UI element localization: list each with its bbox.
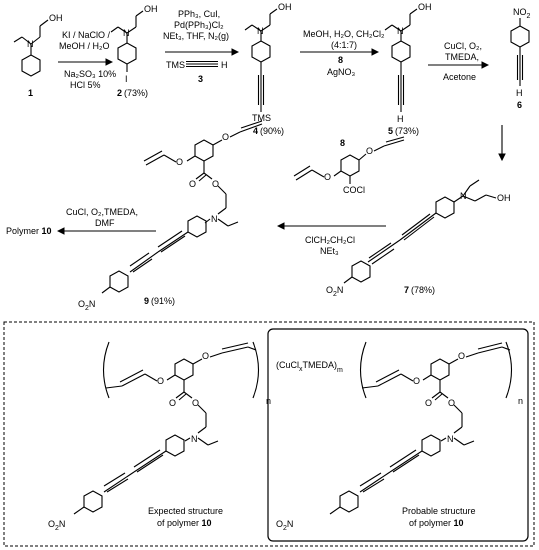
reagent-step5-line2: NEt₃ <box>320 246 339 256</box>
compound-7-structure: N OH O2N 7 (78%) <box>326 179 511 298</box>
compound-9-yield: (91%) <box>151 296 175 306</box>
reagent-step4-line1: CuCl, O₂, <box>444 41 482 51</box>
atom-o: O <box>366 146 373 156</box>
atom-oh: OH <box>49 13 63 23</box>
reagents-step-4: CuCl, O₂, TMEDA, Acetone <box>443 41 482 82</box>
compound-8-reagent-label: 8 <box>338 55 343 65</box>
atom-n: N <box>397 26 404 36</box>
atom-n: N <box>257 26 264 36</box>
atom-o: O <box>202 351 209 361</box>
repeat-index-n: n <box>518 396 523 406</box>
compound-5-structure: N OH H 5 (73%) <box>384 2 432 136</box>
atom-oh: OH <box>144 4 158 14</box>
polymer-10-product: Polymer 10 <box>6 226 52 236</box>
reagent-step1-line4: HCl 5% <box>70 80 101 90</box>
atom-n: N <box>191 434 198 444</box>
atom-o: O <box>189 179 196 189</box>
atom-o: O <box>169 398 176 408</box>
nitro-group: NO2 <box>513 7 531 20</box>
probable-structure-panel <box>267 328 529 542</box>
atom-n: N <box>27 39 34 49</box>
compound-7-label: 7 <box>404 285 409 295</box>
reagent-step5-line1: ClCH₂CH₂Cl <box>305 235 355 245</box>
expected-caption-line2: of polymer 10 <box>157 518 212 528</box>
atom-o: O <box>176 157 183 167</box>
compound-7-yield: (78%) <box>411 285 435 295</box>
nitro-group: O2N <box>326 285 343 298</box>
compound-3-label: 3 <box>198 74 203 84</box>
compound-5-yield: (73%) <box>395 126 419 136</box>
compound-4-structure: N OH TMS 4 (90%) <box>244 2 292 136</box>
atom-oh: OH <box>497 193 511 203</box>
atom-o: O <box>192 398 199 408</box>
reagent-step1-line1: KI / NaClO / <box>62 30 111 40</box>
compound-6-structure: NO2 H 6 <box>510 7 531 110</box>
polymer-structures-frame <box>3 321 535 547</box>
compound-2-label: 2 <box>117 88 122 98</box>
reagent-3-tms: TMS <box>166 60 185 70</box>
reagent-3-h: H <box>221 60 228 70</box>
expected-polymer-structure: n O O O O N O2N Expect <box>48 341 271 532</box>
compound-8-structure: O O COCl 8 <box>293 136 405 195</box>
nitro-group: O2N <box>78 299 95 312</box>
atom-o: O <box>222 132 229 142</box>
reagent-step1-line2: MeOH / H₂O <box>59 41 110 51</box>
atom-n: N <box>211 214 218 224</box>
reagents-step-5: ClCH₂CH₂Cl NEt₃ <box>305 235 355 256</box>
nitro-group: O2N <box>276 519 293 532</box>
reagents-step-3: MeOH, H₂O, CH₂Cl₂ (4:1:7) 8 AgNO₃ <box>303 29 385 77</box>
reagent-step3-line3: AgNO₃ <box>327 67 356 77</box>
reagent-step6-line2: DMF <box>95 218 115 228</box>
compound-5-label: 5 <box>388 126 393 136</box>
probable-polymer-structure: (CuClxTMEDA)m n O O O O N <box>276 341 523 532</box>
atom-oh: OH <box>278 2 292 12</box>
compound-9-structure: O O O O N O2N 9 (91%) <box>78 120 263 312</box>
atom-o: O <box>157 376 164 386</box>
atom-o: O <box>458 351 465 361</box>
expected-caption-line1: Expected structure <box>148 506 223 516</box>
compound-1-structure: N OH 1 <box>13 13 63 98</box>
atom-o: O <box>324 172 331 182</box>
atom-n: N <box>447 434 454 444</box>
reagent-step4-line3: Acetone <box>443 72 476 82</box>
atom-o: O <box>413 376 420 386</box>
terminal-h: H <box>516 88 523 98</box>
reagent-step1-line3: Na₂SO₃ 10% <box>64 69 116 79</box>
reagent-step6-line1: CuCl, O₂,TMEDA, <box>66 207 138 217</box>
compound-2-structure: N OH I 2 (73%) <box>110 4 158 98</box>
reagent-step3-line1: MeOH, H₂O, CH₂Cl₂ <box>303 29 385 39</box>
reagent-step2-line2: Pd(PPh₃)Cl₂ <box>174 20 224 30</box>
copper-complex-label: (CuClxTMEDA)m <box>276 360 343 374</box>
tms-group: TMS <box>252 113 271 123</box>
repeat-index-n: n <box>266 396 271 406</box>
reagents-step-1: KI / NaClO / MeOH / H₂O Na₂SO₃ 10% HCl 5… <box>59 30 116 90</box>
reagents-step-6: CuCl, O₂,TMEDA, DMF <box>66 207 138 228</box>
reagent-step3-line2: (4:1:7) <box>331 40 357 50</box>
reagents-step-2: PPh₃, CuI, Pd(PPh₃)Cl₂ NEt₃, THF, N₂(g) … <box>163 9 229 84</box>
nitro-group: O2N <box>48 519 65 532</box>
atom-o: O <box>448 398 455 408</box>
reagent-step2-line3: NEt₃, THF, N₂(g) <box>163 31 229 41</box>
atom-o: O <box>425 398 432 408</box>
atom-o: O <box>212 179 219 189</box>
compound-4-label: 4 <box>253 126 258 136</box>
atom-oh: OH <box>418 2 432 12</box>
compound-9-label: 9 <box>144 296 149 306</box>
iodo-substituent: I <box>125 74 128 84</box>
compound-2-yield: (73%) <box>124 88 148 98</box>
reagent-step2-line1: PPh₃, CuI, <box>178 9 220 19</box>
compound-4-yield: (90%) <box>260 126 284 136</box>
atom-n: N <box>123 28 130 38</box>
terminal-h: H <box>397 114 404 124</box>
compound-6-label: 6 <box>517 100 522 110</box>
atom-n: N <box>460 191 467 201</box>
compound-8-label: 8 <box>340 138 345 148</box>
compound-1-label: 1 <box>28 88 33 98</box>
probable-caption-line2: of polymer 10 <box>409 518 464 528</box>
reagent-step4-line2: TMEDA, <box>445 52 479 62</box>
acyl-chloride: COCl <box>343 185 365 195</box>
probable-caption-line1: Probable structure <box>402 506 476 516</box>
